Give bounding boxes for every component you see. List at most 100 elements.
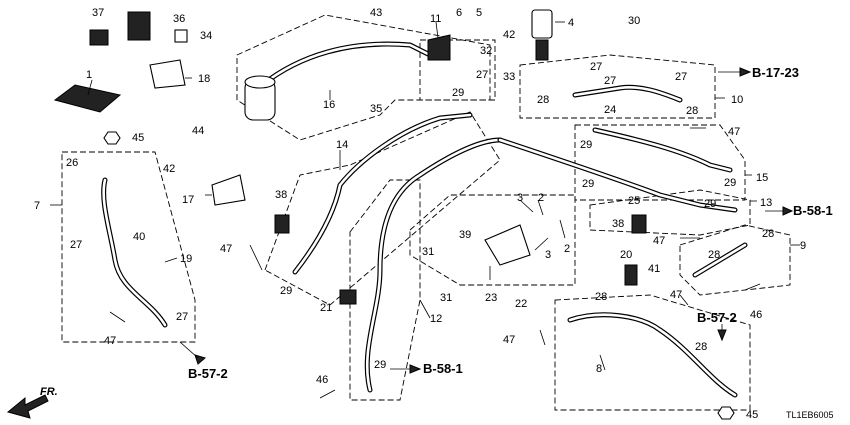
- pipe-16: [259, 41, 433, 88]
- callout-7: 7: [34, 200, 40, 212]
- bracket-18: [149, 59, 186, 89]
- callout-4: 4: [568, 17, 574, 29]
- callout-31-b: 31: [440, 292, 452, 304]
- callout-47-e: 47: [670, 289, 682, 301]
- clamp-21: [339, 289, 357, 305]
- callout-28-c: 28: [762, 228, 774, 240]
- bracket-20: [624, 264, 638, 286]
- bolt-46: [319, 283, 761, 399]
- callout-2-a: 2: [538, 192, 544, 204]
- assembly-box-23: [409, 194, 576, 286]
- callout-37: 37: [92, 7, 104, 19]
- callout-17: 17: [182, 194, 194, 206]
- ref-b58-1-a-arrow: [782, 206, 794, 216]
- gasket-plate-1: [53, 84, 122, 113]
- ref-b57-2-b-arrow: [717, 329, 727, 342]
- assembly-box-14: [264, 111, 501, 306]
- callout-29-c: 29: [582, 178, 594, 190]
- ref-b57-2-b[interactable]: B-57-2: [697, 310, 737, 325]
- callout-19: 19: [180, 253, 192, 265]
- callout-33: 33: [503, 71, 515, 83]
- drawing-code: TL1EB6005: [786, 410, 834, 420]
- assembly-box-13: [589, 189, 751, 236]
- ref-b17-23[interactable]: B-17-23: [752, 65, 799, 80]
- callout-38-a: 38: [275, 189, 287, 201]
- callout-39: 39: [459, 229, 471, 241]
- callout-8: 8: [596, 363, 602, 375]
- callout-27-e: 27: [604, 75, 616, 87]
- callout-21: 21: [320, 302, 332, 314]
- callout-3-b: 3: [545, 249, 551, 261]
- ref-b58-1-b[interactable]: B-58-1: [423, 361, 463, 376]
- front-label: FR.: [40, 386, 58, 398]
- callout-13: 13: [760, 197, 772, 209]
- ref-b58-1-b-arrow: [409, 364, 422, 374]
- callout-2-b: 2: [564, 243, 570, 255]
- callout-47-f: 47: [503, 334, 515, 346]
- callout-47-d: 47: [653, 235, 665, 247]
- callout-32: 32: [480, 45, 492, 57]
- callout-6: 6: [456, 7, 462, 19]
- callout-38-b: 38: [612, 218, 624, 230]
- assembly-box-8: [554, 294, 751, 411]
- callout-27-b: 27: [176, 311, 188, 323]
- assembly-box-10: [519, 54, 716, 119]
- pipe-13: [497, 137, 738, 213]
- callout-41: 41: [648, 263, 660, 275]
- nut-45: [103, 131, 735, 420]
- callout-29-f: 29: [374, 359, 386, 371]
- front-arrow-icon: FR.: [6, 386, 58, 419]
- bracket-23: [484, 224, 531, 266]
- callout-29-b: 29: [580, 139, 592, 151]
- callout-26: 26: [66, 157, 78, 169]
- callout-14: 14: [336, 139, 348, 151]
- callout-23: 23: [485, 292, 497, 304]
- callout-22: 22: [515, 298, 527, 310]
- pipe-8: [567, 312, 738, 398]
- clamp-38: [274, 214, 647, 234]
- callout-1: 1: [86, 69, 92, 81]
- callout-29-g: 29: [704, 198, 716, 210]
- assembly-box-15: [574, 124, 746, 201]
- assembly-box-11: [419, 39, 496, 101]
- callout-29-a: 29: [452, 87, 464, 99]
- callout-20: 20: [620, 249, 632, 261]
- ref-b58-1-a[interactable]: B-58-1: [793, 203, 833, 218]
- callout-28-d: 28: [708, 249, 720, 261]
- callout-36: 36: [173, 13, 185, 25]
- callout-46-a: 46: [316, 374, 328, 386]
- callout-28-a: 28: [537, 94, 549, 106]
- callout-numbers: 37 36 34 18 1 45 26 7 27 40 19 47 27 44 …: [34, 7, 806, 421]
- leader-lines: [50, 21, 800, 371]
- assembly-box-9: [679, 224, 791, 296]
- pipe-15: [592, 127, 733, 173]
- callout-15: 15: [756, 172, 768, 184]
- callout-27-c: 27: [476, 69, 488, 81]
- callout-29-d: 29: [724, 177, 736, 189]
- callout-11: 11: [430, 13, 441, 25]
- assembly-box-12: [349, 179, 421, 401]
- ref-b17-23-arrow: [739, 67, 752, 77]
- callout-34: 34: [200, 30, 212, 42]
- callout-29-e: 29: [280, 285, 292, 297]
- receiver-dryer: [244, 75, 276, 121]
- callout-43: 43: [370, 7, 382, 19]
- callout-27-a: 27: [70, 239, 82, 251]
- callout-18: 18: [198, 73, 210, 85]
- callout-28-f: 28: [695, 341, 707, 353]
- pipe-7: [101, 177, 168, 328]
- callout-27-d: 27: [590, 61, 602, 73]
- callout-28-e: 28: [595, 291, 607, 303]
- callout-5: 5: [476, 7, 482, 19]
- callout-9: 9: [800, 240, 806, 252]
- callout-27-f: 27: [675, 71, 687, 83]
- callout-10: 10: [731, 94, 743, 106]
- ref-b57-2-a[interactable]: B-57-2: [188, 366, 228, 381]
- bracket-17: [211, 174, 246, 206]
- callout-25: 25: [628, 195, 640, 207]
- callout-42-a: 42: [163, 163, 175, 175]
- pipe-14: [292, 112, 473, 275]
- pipe-12: [364, 137, 503, 393]
- callout-47-b: 47: [728, 126, 740, 138]
